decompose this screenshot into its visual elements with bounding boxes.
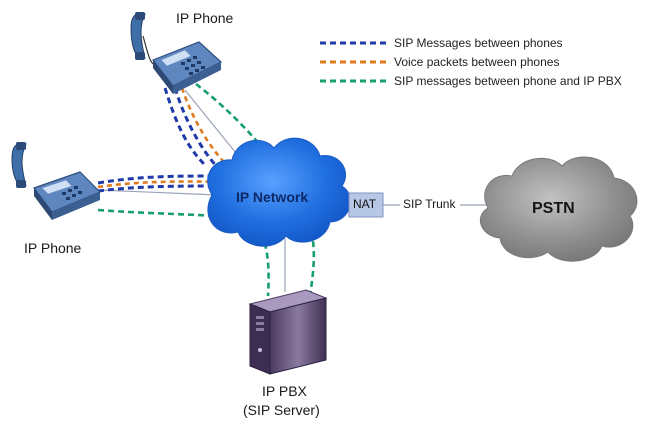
ip-network-cloud-icon [207, 137, 351, 247]
pstn-label: PSTN [532, 200, 575, 217]
network-label: IP Network [236, 189, 309, 205]
orange-dashed-line-icon [320, 60, 386, 64]
legend-label-voice: Voice packets between phones [394, 55, 560, 69]
pstn-cloud-icon [479, 156, 638, 262]
legend-label-sip-pbx: SIP messages between phone and IP PBX [394, 74, 622, 88]
phone-left-icon [11, 142, 102, 220]
phone-top-label: IP Phone [176, 10, 234, 26]
legend-label-sip-phones: SIP Messages between phones [394, 36, 563, 50]
nat-box [348, 192, 384, 218]
pbx-sublabel: (SIP Server) [243, 402, 320, 418]
nat-label: NAT [353, 197, 377, 211]
phone-left-label: IP Phone [24, 240, 82, 256]
pbx-label: IP PBX [262, 383, 307, 399]
sip-trunk-label: SIP Trunk [401, 197, 458, 211]
blue-dashed-line-icon [320, 41, 386, 45]
green-dashed-line-icon [320, 79, 386, 83]
phone-top-icon [130, 12, 223, 94]
pbx-server-icon [248, 289, 328, 375]
